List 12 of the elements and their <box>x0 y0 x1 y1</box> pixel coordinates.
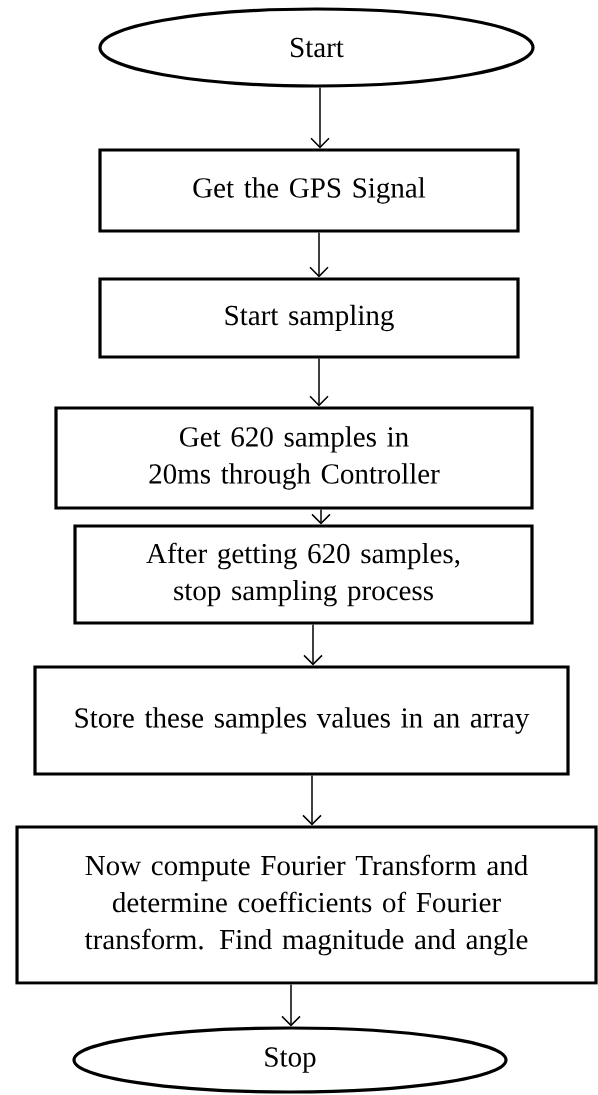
arrow <box>309 357 329 407</box>
process-box: Now compute Fourier Transform and determine coefficients of Fourier transform. Find magnitude and angle <box>15 825 598 985</box>
process-box: Store these samples values in an array <box>33 665 570 776</box>
arrow <box>302 774 322 826</box>
arrow <box>281 983 301 1027</box>
process-box: Get the GPS Signal <box>98 148 520 233</box>
arrow <box>303 623 323 666</box>
arrow <box>309 231 329 278</box>
process-box: Get 620 samples in 20ms through Controller <box>54 406 534 510</box>
arrow <box>310 86 330 149</box>
process-box: Start sampling <box>98 277 520 359</box>
process-box: After getting 620 samples, stop sampling process <box>73 524 534 625</box>
